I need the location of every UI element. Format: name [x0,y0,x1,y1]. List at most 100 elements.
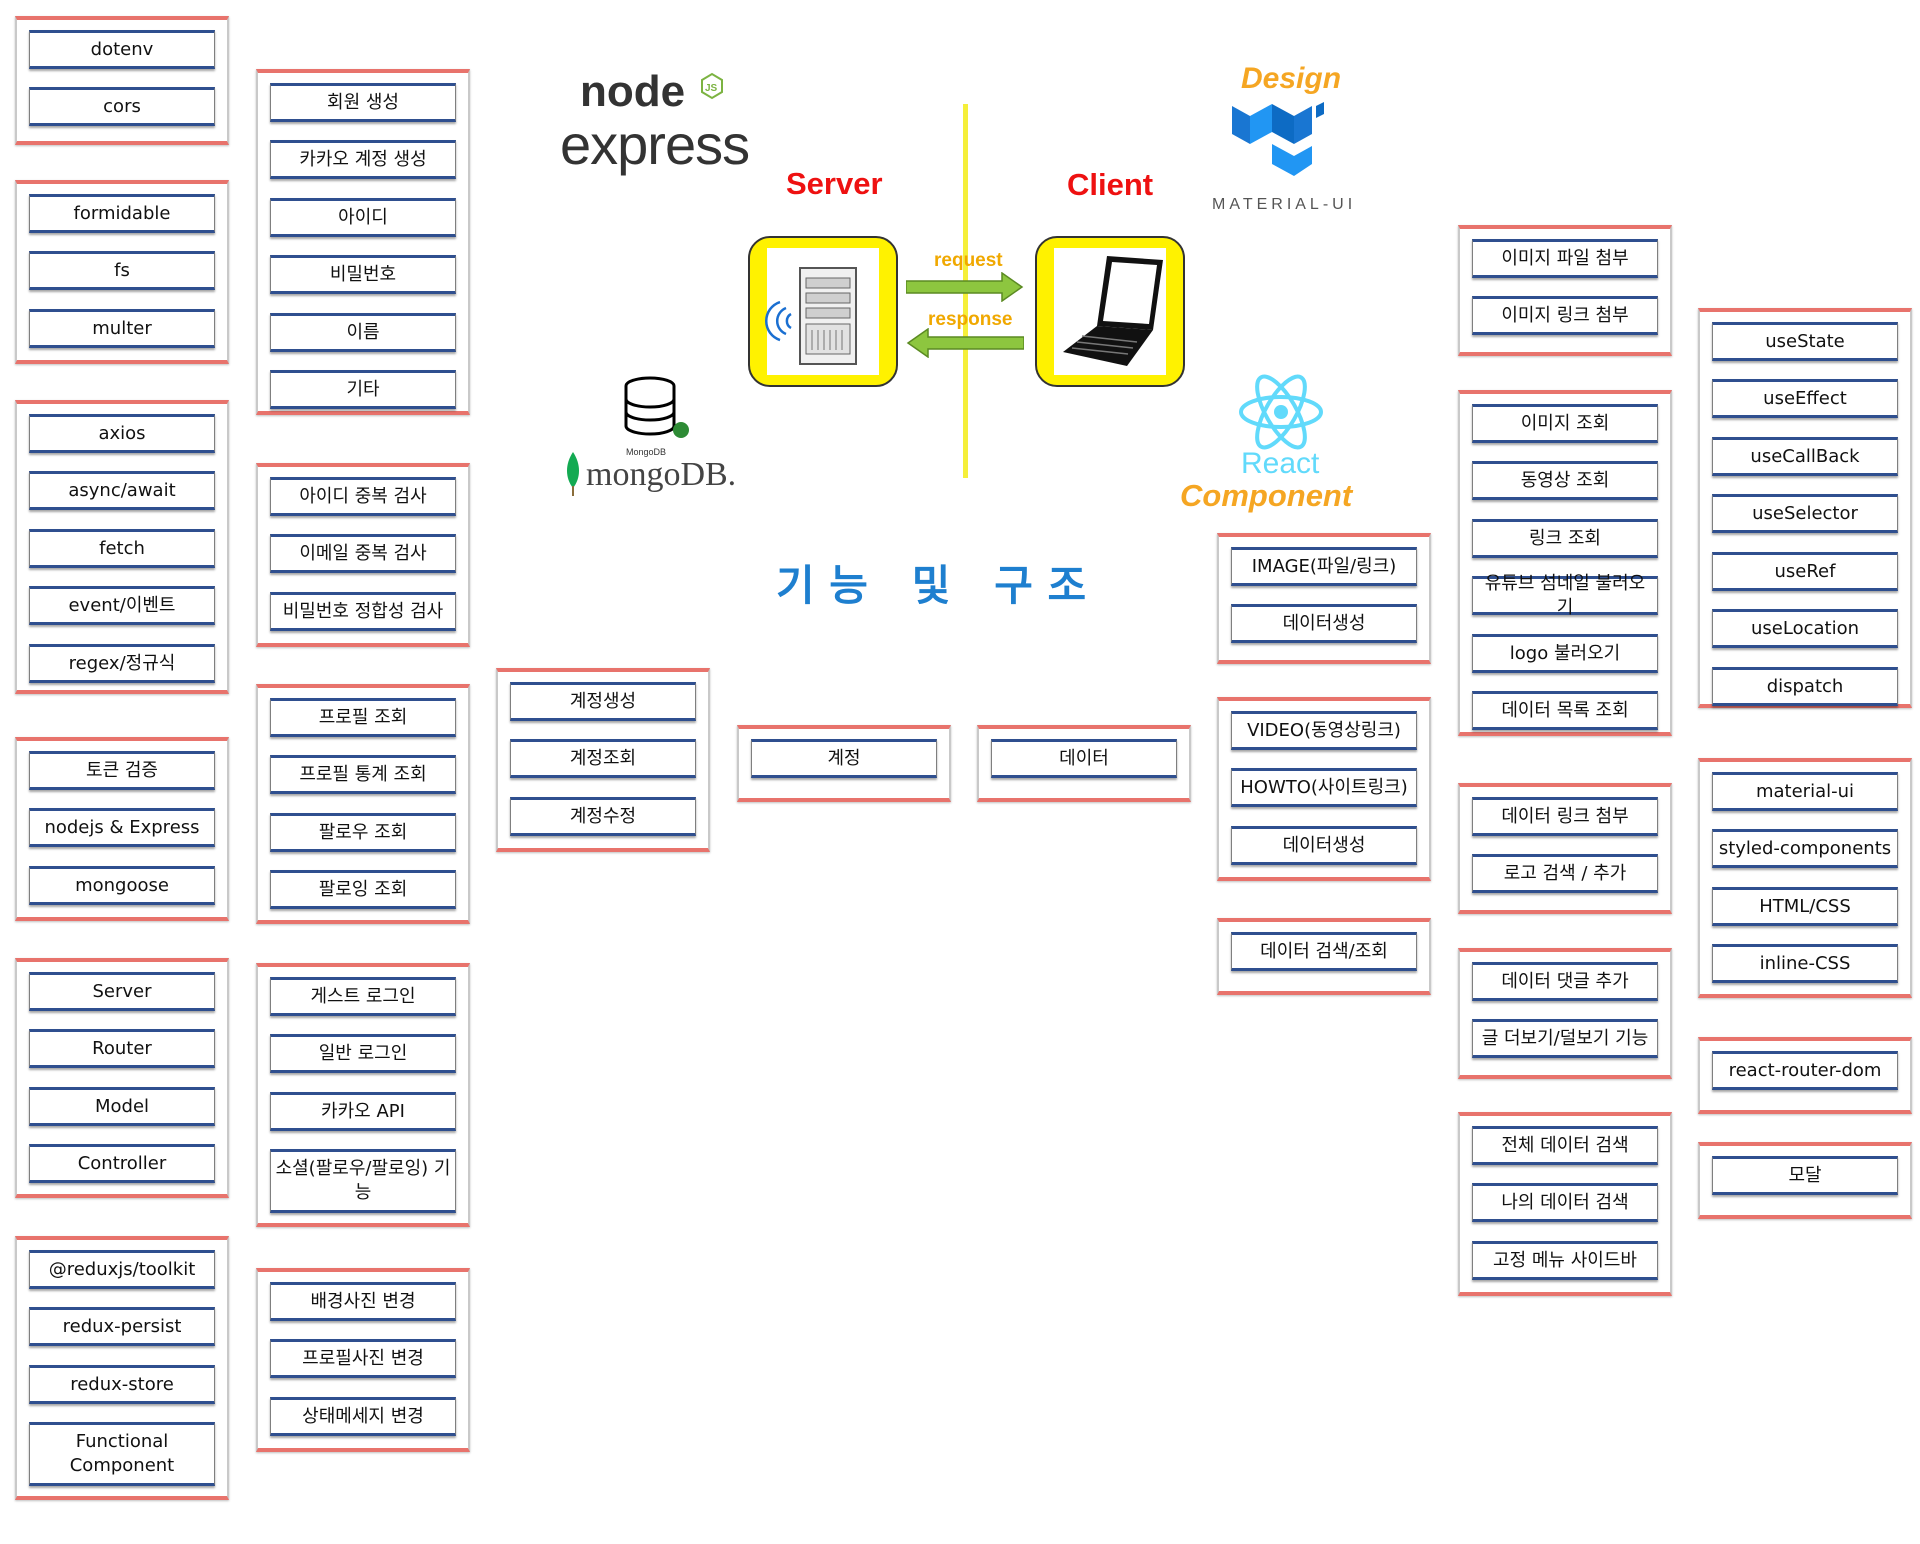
item-youtube-thumbnail: 유튜브 섬네일 불러오기 [1472,573,1658,618]
item-password-check: 비밀번호 정합성 검사 [270,592,456,631]
item-modal: 모달 [1712,1156,1898,1195]
group-mvc: Server Router Model Controller [15,958,229,1198]
item-redux-persist: redux-persist [29,1307,215,1346]
item-account: 계정 [751,739,937,778]
item-multer: multer [29,309,215,348]
laptop-icon [1035,236,1185,387]
group-router: react-router-dom [1698,1037,1912,1114]
item-fetch: fetch [29,529,215,568]
group-backend: 토큰 검증 nodejs & Express mongoose [15,737,229,921]
item-video-link: VIDEO(동영상링크) [1231,711,1417,750]
nodejs-logo: node JS [580,66,750,116]
item-usecallback: useCallBack [1712,437,1898,476]
item-id: 아이디 [270,198,456,237]
item-html-css: HTML/CSS [1712,887,1898,926]
group-data-search: 데이터 검색/조회 [1217,918,1431,995]
request-label: request [934,250,1003,271]
mongodb-logo: mongoDB. [586,456,737,493]
group-comments: 데이터 댓글 추가 글 더보기/덜보기 기능 [1458,948,1672,1079]
item-server: Server [29,972,215,1011]
item-image-file-attach: 이미지 파일 첨부 [1472,239,1658,278]
react-label: React [1241,447,1320,480]
item-event: event/이벤트 [29,586,215,625]
group-profile-edit: 배경사진 변경 프로필사진 변경 상태메세지 변경 [256,1268,470,1452]
mongodb-small-label: MongoDB [626,447,667,457]
item-usestate: useState [1712,322,1898,361]
item-styled-components: styled-components [1712,829,1898,868]
group-image-data: IMAGE(파일/링크) 데이터생성 [1217,533,1431,664]
item-useeffect: useEffect [1712,379,1898,418]
item-image-view: 이미지 조회 [1472,404,1658,443]
database-icon [623,376,693,446]
item-token-verify: 토큰 검증 [29,751,215,790]
response-label: response [928,309,1013,330]
group-image-attach: 이미지 파일 첨부 이미지 링크 첨부 [1458,225,1672,356]
item-logo-load: logo 불러오기 [1472,634,1658,673]
item-account-create: 계정생성 [510,682,696,721]
item-image-link-attach: 이미지 링크 첨부 [1472,296,1658,335]
item-link-view: 링크 조회 [1472,519,1658,558]
group-validation: 아이디 중복 검사 이메일 중복 검사 비밀번호 정합성 검사 [256,463,470,647]
design-label: Design [1241,62,1342,95]
item-data-search: 데이터 검색/조회 [1231,932,1417,971]
mongodb-leaf-icon [563,452,583,496]
item-logo-search-add: 로고 검색 / 추가 [1472,854,1658,893]
group-modal: 모달 [1698,1142,1912,1219]
group-react-hooks: useState useEffect useCallBack useSelect… [1698,308,1912,708]
item-fixed-sidebar: 고정 메뉴 사이드바 [1472,1241,1658,1280]
item-mongoose: mongoose [29,866,215,905]
item-background-change: 배경사진 변경 [270,1282,456,1321]
material-ui-icon [1228,100,1326,180]
item-useref: useRef [1712,552,1898,591]
item-data-list-view: 데이터 목록 조회 [1472,691,1658,730]
item-kakao-api: 카카오 API [270,1092,456,1131]
group-login: 게스트 로그인 일반 로그인 카카오 API 소셜(팔로우/팔로잉) 기능 [256,963,470,1227]
item-member-create: 회원 생성 [270,83,456,122]
item-reduxjs-toolkit: @reduxjs/toolkit [29,1250,215,1289]
material-ui-label: MATERIAL-UI [1212,196,1357,213]
item-follow-view: 팔로우 조회 [270,813,456,852]
group-video-data: VIDEO(동영상링크) HOWTO(사이트링크) 데이터생성 [1217,697,1431,881]
item-my-data-search: 나의 데이터 검색 [1472,1183,1658,1222]
item-video-data-create: 데이터생성 [1231,826,1417,865]
group-env: dotenv cors [15,16,229,145]
item-functional-component: Functional Component [29,1422,215,1486]
server-title: Server [786,166,883,201]
client-title: Client [1067,167,1154,202]
group-styling: material-ui styled-components HTML/CSS i… [1698,758,1912,998]
group-profile: 프로필 조회 프로필 통계 조회 팔로우 조회 팔로잉 조회 [256,684,470,924]
page-heading: 기 능 및 구 조 [776,561,1087,610]
item-data: 데이터 [991,739,1177,778]
item-etc: 기타 [270,370,456,409]
item-account-read: 계정조회 [510,739,696,778]
item-account-update: 계정수정 [510,797,696,836]
item-axios: axios [29,414,215,453]
group-account: 계정 [737,725,951,802]
group-search-sidebar: 전체 데이터 검색 나의 데이터 검색 고정 메뉴 사이드바 [1458,1112,1672,1296]
item-redux-store: redux-store [29,1365,215,1404]
item-formidable: formidable [29,194,215,233]
item-model: Model [29,1087,215,1126]
node-wordmark: node [580,67,685,116]
item-video-view: 동영상 조회 [1472,461,1658,500]
group-redux: @reduxjs/toolkit redux-persist redux-sto… [15,1236,229,1500]
item-id-dup-check: 아이디 중복 검사 [270,477,456,516]
group-signup: 회원 생성 카카오 계정 생성 아이디 비밀번호 이름 기타 [256,69,470,415]
item-following-view: 팔로잉 조회 [270,870,456,909]
item-name: 이름 [270,313,456,352]
item-fs: fs [29,251,215,290]
item-data-link-attach: 데이터 링크 첨부 [1472,797,1658,836]
request-arrow-icon [905,271,1024,303]
item-password: 비밀번호 [270,255,456,294]
item-status-message-change: 상태메세지 변경 [270,1397,456,1436]
item-all-data-search: 전체 데이터 검색 [1472,1126,1658,1165]
server-icon [748,236,898,387]
item-kakao-account: 카카오 계정 생성 [270,140,456,179]
response-arrow-icon [906,327,1025,359]
group-async: axios async/await fetch event/이벤트 regex/… [15,400,229,694]
item-useselector: useSelector [1712,494,1898,533]
group-link-attach: 데이터 링크 첨부 로고 검색 / 추가 [1458,783,1672,914]
item-email-dup-check: 이메일 중복 검사 [270,534,456,573]
item-profile-view: 프로필 조회 [270,698,456,737]
item-controller: Controller [29,1144,215,1183]
